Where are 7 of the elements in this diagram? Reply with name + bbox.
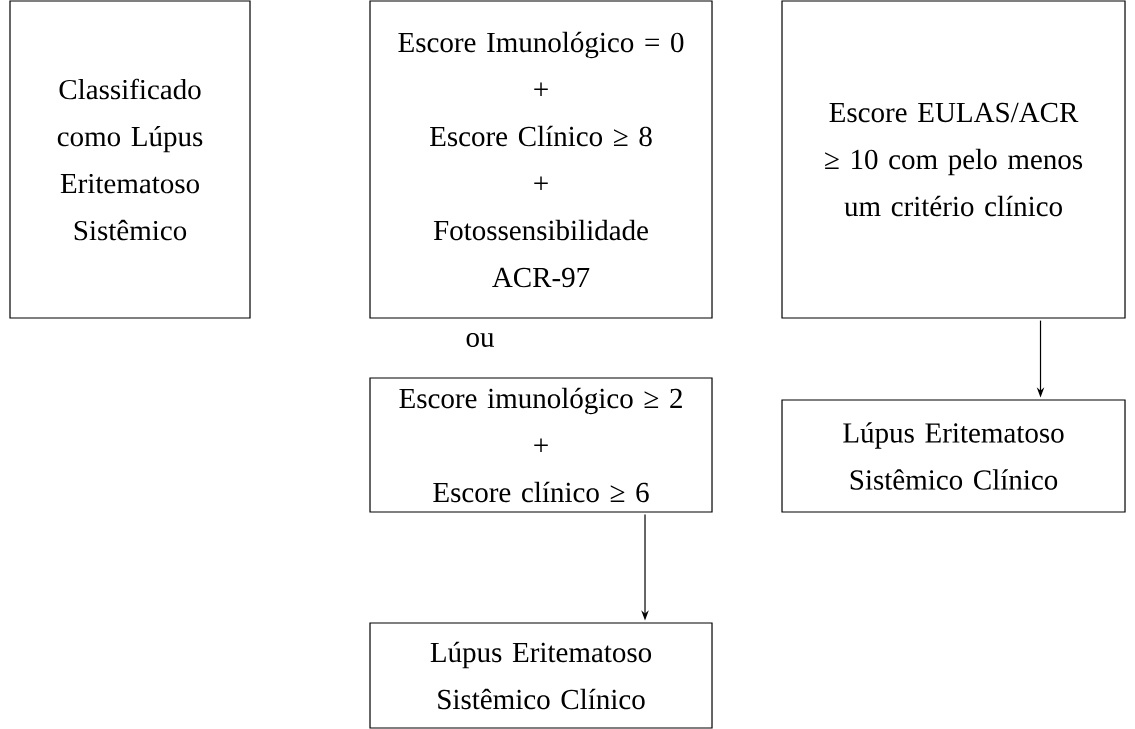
process-box: Lúpus Eritematoso Sistêmico Clínico — [369, 622, 713, 729]
process-box: Escore Imunológico = 0 + Escore Clínico ≥ 8 + Fotossensibilidade ACR-97 — [369, 0, 713, 319]
process-box: Classificado como Lúpus Eritematoso Sistêmico — [9, 0, 251, 319]
process-box: Escore imunológico ≥ 2 + Escore clínico ≥ 6 — [369, 377, 713, 513]
connector-word: ou — [466, 333, 495, 347]
process-box: Escore EULAS/ACR ≥ 10 com pelo menos um critério clínico — [781, 0, 1126, 319]
process-box: Lúpus Eritematoso Sistêmico Clínico — [781, 399, 1126, 513]
